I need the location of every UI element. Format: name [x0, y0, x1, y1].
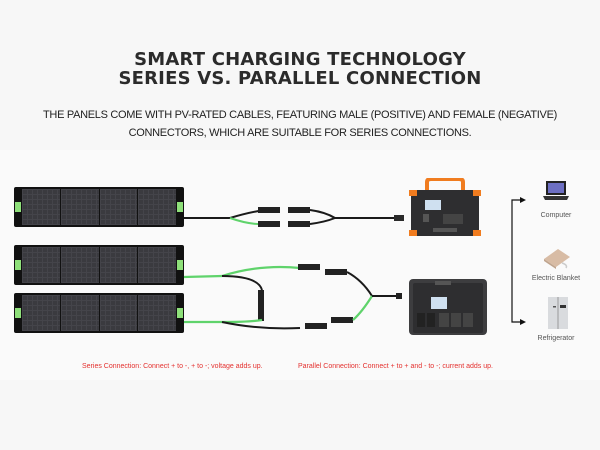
- power-station-series: [409, 178, 481, 236]
- device-label-electric-blanket: Electric Blanket: [531, 275, 581, 282]
- subtitle-line-1: THE PANELS COME WITH PV-RATED CABLES, FE…: [43, 109, 557, 121]
- solar-panel-parallel-1: [14, 245, 184, 285]
- refrigerator-icon: [548, 297, 568, 329]
- solar-panel-parallel-2: [14, 293, 184, 333]
- parallel-connection-note: Parallel Connection: Connect + to + and …: [298, 363, 493, 370]
- device-label-refrigerator: Refrigerator: [537, 335, 575, 342]
- solar-panel-series: [14, 187, 184, 227]
- title-line-1: SMART CHARGING TECHNOLOGY: [134, 49, 466, 70]
- power-station-parallel: [409, 279, 487, 335]
- series-connection-note: Series Connection: Connect + to -, + to …: [82, 363, 263, 370]
- title-line-2: SERIES VS. PARALLEL CONNECTION: [118, 68, 482, 89]
- laptop-icon: [543, 181, 569, 200]
- device-label-computer: Computer: [540, 212, 572, 219]
- subtitle-line-2: CONNECTORS, WHICH ARE SUITABLE FOR SERIE…: [128, 127, 472, 139]
- blanket-icon: [544, 249, 570, 269]
